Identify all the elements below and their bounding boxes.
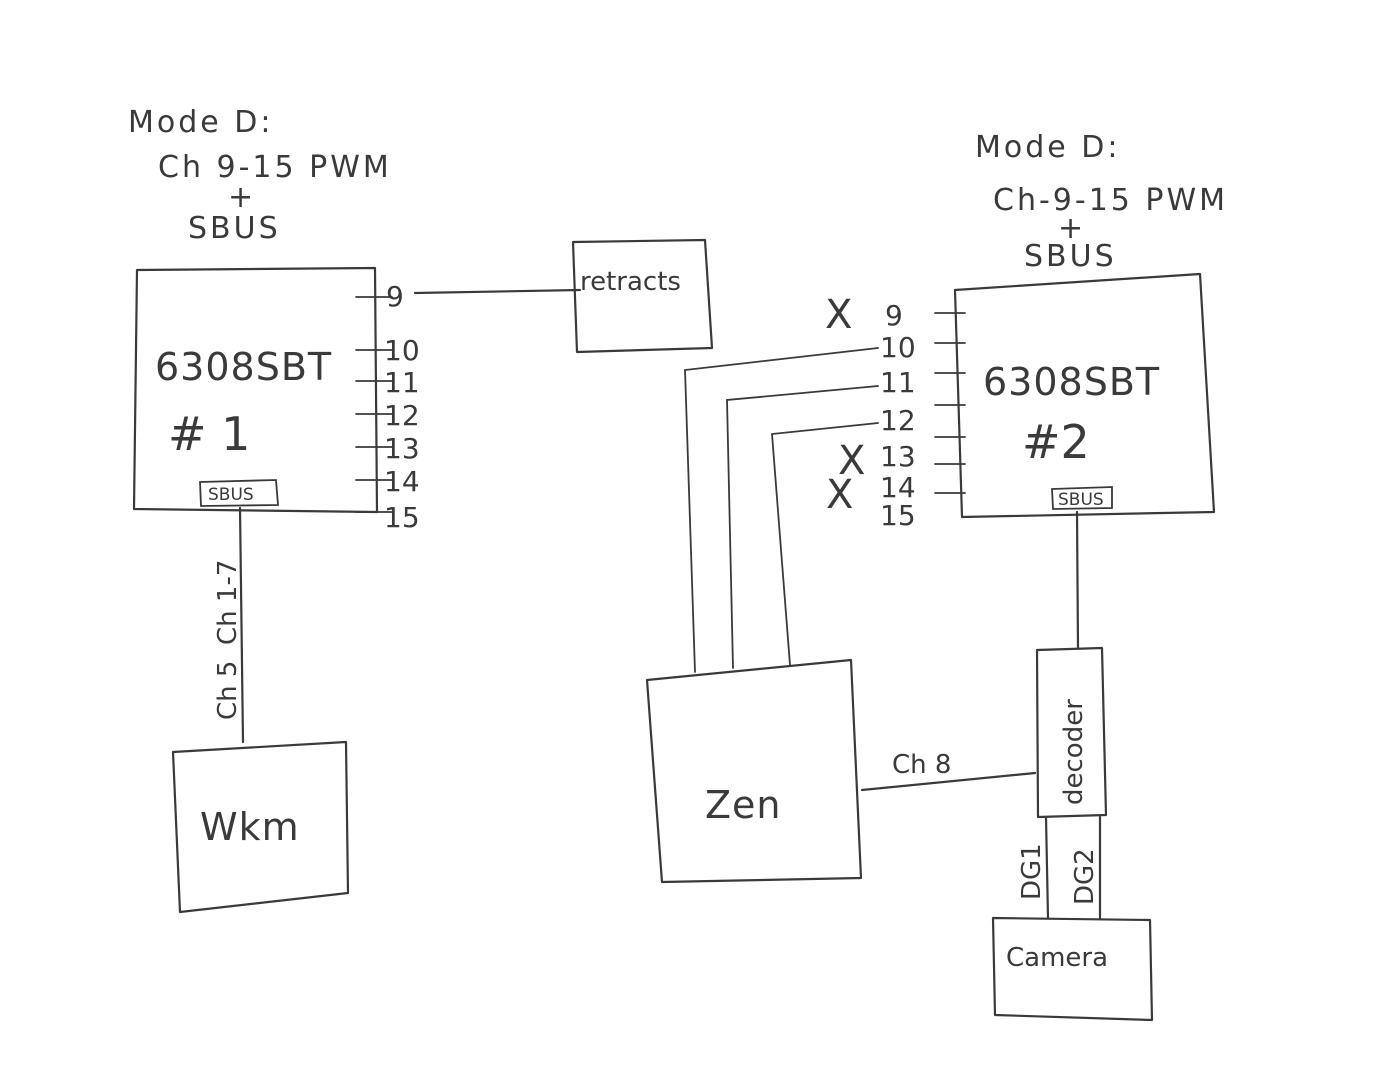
unused-mark-pin9: X: [825, 292, 852, 338]
wire-sbus-decoder: [1075, 510, 1080, 650]
unused-mark-pin14: X: [826, 472, 853, 518]
right-pin-15: 15: [880, 499, 916, 532]
left-receiver-pins: 9 10 11 12 13 14 15: [355, 280, 420, 534]
wire-pin10-zen: [684, 347, 879, 673]
zen-box: Zen: [645, 658, 863, 884]
left-pin-12: 12: [384, 399, 420, 432]
left-sbus-port-label: SBUS: [208, 485, 254, 505]
left-receiver-box: 6308SBT # 1 SBUS: [132, 266, 379, 514]
left-pin-10: 10: [384, 334, 420, 367]
wire-label-dg2: DG2: [1070, 848, 1100, 905]
right-receiver-model: 6308SBT: [983, 360, 1160, 404]
right-pin-11: 11: [880, 366, 916, 399]
wire-label-dg1: DG1: [1017, 843, 1047, 900]
left-pin-11: 11: [384, 366, 420, 399]
right-pin-9: 9: [885, 299, 903, 332]
decoder-outline: [1035, 646, 1108, 819]
zen-outline: [645, 658, 863, 884]
wire-pin9-retracts: [413, 288, 582, 295]
wire-label-ch5: Ch 5: [213, 661, 243, 720]
wire-zen-decoder: [860, 771, 1037, 792]
unused-mark-pin13: X: [838, 438, 865, 484]
right-pin-14: 14: [880, 471, 916, 504]
right-receiver-box: 6308SBT #2 SBUS: [953, 272, 1216, 519]
decoder-label: decoder: [1059, 699, 1089, 805]
left-sbus-port: [199, 479, 279, 507]
right-pin-10: 10: [880, 331, 916, 364]
wire-pin11-zen: [726, 385, 879, 669]
right-receiver-outline: [953, 272, 1216, 519]
retracts-label: retracts: [580, 267, 681, 297]
right-sbus-port: [1051, 486, 1113, 510]
retracts-outline: [571, 238, 714, 354]
decoder-box: decoder: [1035, 646, 1108, 819]
camera-box: Camera: [991, 916, 1154, 1022]
left-receiver-number: # 1: [168, 407, 250, 461]
camera-label: Camera: [1006, 943, 1108, 973]
left-mode-channels: Ch 9-15 PWM: [158, 150, 392, 185]
right-mode-plus: +: [1058, 211, 1086, 246]
wire-label-ch8: Ch 8: [892, 750, 951, 780]
left-mode-sbus: SBUS: [188, 211, 281, 246]
wkm-outline: [171, 740, 350, 914]
left-receiver-mode-note: Mode D: Ch 9-15 PWM + SBUS: [128, 105, 392, 246]
right-pin-ticks: [934, 312, 966, 494]
right-receiver-mode-note: Mode D: Ch-9-15 PWM + SBUS: [975, 130, 1228, 274]
right-sbus-port-label: SBUS: [1058, 490, 1104, 510]
zen-label: Zen: [705, 783, 782, 827]
right-mode-channels: Ch-9-15 PWM: [993, 183, 1228, 218]
wire-label-ch1-7: Ch 1-7: [213, 560, 243, 645]
right-receiver-number: #2: [1022, 415, 1090, 469]
left-pin-13: 13: [384, 432, 420, 465]
right-mode-title: Mode D:: [975, 130, 1120, 165]
left-receiver-model: 6308SBT: [155, 345, 332, 389]
left-mode-plus: +: [228, 180, 256, 215]
right-mode-sbus: SBUS: [1024, 239, 1117, 274]
retracts-box: retracts: [571, 238, 714, 354]
left-pin-15: 15: [384, 501, 420, 534]
wire-decoder-camera: [1044, 815, 1102, 920]
left-pin-ticks: [355, 296, 393, 513]
wire-pin12-zen: [771, 422, 879, 666]
left-pin-9: 9: [386, 280, 404, 313]
left-mode-title: Mode D:: [128, 105, 273, 140]
right-pin-12: 12: [880, 404, 916, 437]
right-pin-13: 13: [880, 440, 916, 473]
right-receiver-pins: 9 10 11 12 13 14 15 X X X: [825, 292, 966, 532]
wkm-label: Wkm: [200, 805, 300, 849]
wkm-box: Wkm: [171, 740, 350, 914]
camera-outline: [991, 916, 1154, 1022]
left-receiver-outline: [132, 266, 379, 514]
left-pin-14: 14: [384, 465, 420, 498]
wire-sbus-wkm: [238, 506, 245, 744]
